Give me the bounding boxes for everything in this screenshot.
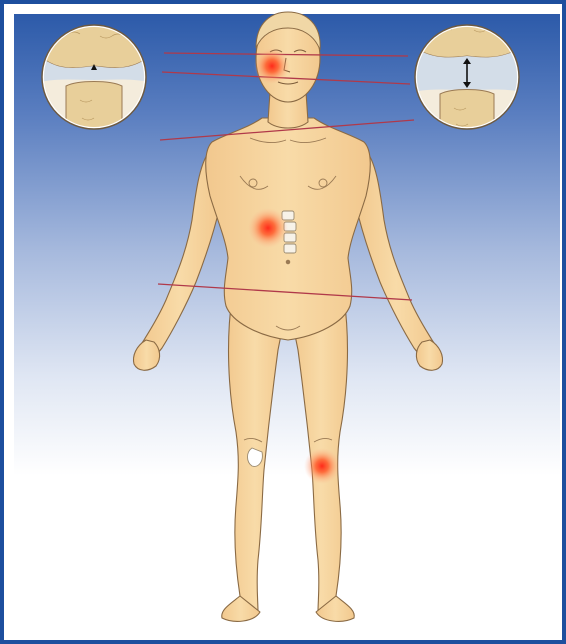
pain-spot-upper-abdomen: [248, 208, 288, 248]
body: [134, 14, 443, 621]
pain-spot-jaw: [254, 48, 290, 84]
left-hand: [134, 340, 160, 370]
joint-inset-normal: [40, 20, 150, 140]
joint-inset-widened: [413, 20, 523, 140]
right-hand: [416, 340, 442, 370]
pain-spot-left-knee: [304, 448, 340, 484]
